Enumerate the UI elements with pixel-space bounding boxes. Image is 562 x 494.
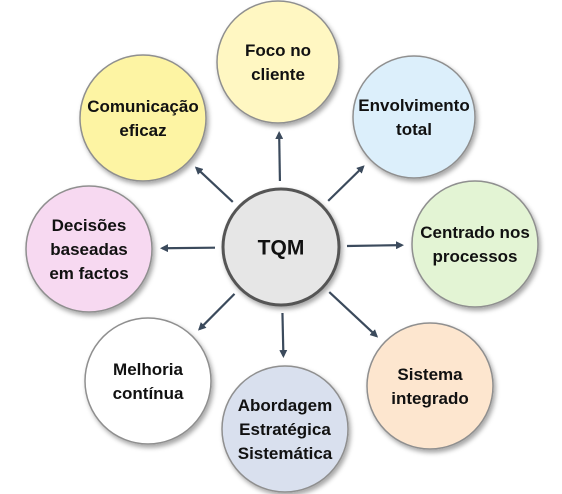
node-label-line: Centrado nos (420, 223, 530, 242)
node-label-line: em factos (49, 264, 128, 283)
node-label-line: Melhoria (113, 360, 183, 379)
node-melhoria-continua: Melhoria contínua (84, 317, 212, 445)
arrow-to-abordagem-estrategica-sistematica (279, 312, 288, 359)
node-label-line: total (396, 120, 432, 139)
node-label-line: processos (432, 247, 517, 266)
node-label-line: Sistemática (238, 444, 333, 463)
arrow-to-sistema-integrado (328, 291, 379, 338)
node-label-line: Comunicação (87, 97, 198, 116)
node-comunicacao-eficaz: Comunicação eficaz (79, 54, 207, 182)
node-circle (411, 180, 539, 308)
node-label-line: cliente (251, 65, 305, 84)
node-envolvimento-total: Envolvimento total (352, 55, 476, 179)
node-circle (366, 322, 494, 450)
node-label-line: Abordagem (238, 396, 332, 415)
arrows-group (159, 130, 405, 359)
node-label-line: integrado (391, 389, 468, 408)
arrow-to-comunicacao-eficaz (194, 166, 234, 203)
node-circle (352, 55, 476, 179)
center-circle (221, 187, 341, 307)
center-label: TQM (258, 237, 305, 260)
arrow-to-foco-no-cliente (275, 130, 284, 182)
node-circle (25, 185, 153, 313)
node-label-line: Foco no (245, 41, 311, 60)
arrow-to-envolvimento-total (327, 165, 365, 202)
node-circle (84, 317, 212, 445)
node-label-line: Envolvimento (358, 96, 469, 115)
node-centrado-nos-processos: Centrado nos processos (411, 180, 539, 308)
node-label-line: contínua (113, 384, 184, 403)
node-decisoes-baseadas-em-factos: Decisões baseadas em factos (25, 185, 153, 313)
arrow-to-melhoria-continua (198, 293, 236, 331)
node-circle (79, 54, 207, 182)
node-label-line: eficaz (119, 121, 166, 140)
node-sistema-integrado: Sistema integrado (366, 322, 494, 450)
node-circle (221, 365, 349, 493)
node-label-line: Estratégica (239, 420, 331, 439)
arrow-to-decisoes-baseadas-em-factos (159, 244, 216, 253)
node-foco-no-cliente: Foco no cliente (216, 0, 340, 124)
center-node: TQM (221, 187, 341, 307)
arrow-to-centrado-nos-processos (346, 241, 405, 250)
node-label-line: Decisões (52, 216, 127, 235)
node-label-line: Sistema (397, 365, 463, 384)
node-circle (216, 0, 340, 124)
node-label-line: baseadas (50, 240, 128, 259)
